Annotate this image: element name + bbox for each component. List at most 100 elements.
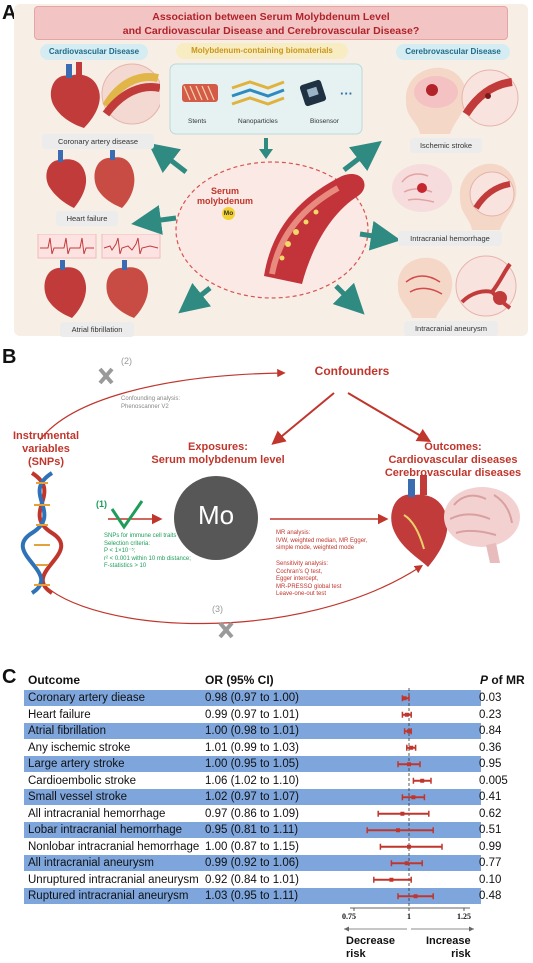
outcome-cell: Heart failure (28, 708, 91, 721)
increase-line1: Increase (426, 935, 471, 947)
or-ci-cell: 1.02 (0.97 to 1.07) (205, 791, 299, 803)
biomaterial-more-ellipsis: ··· (340, 86, 353, 101)
decrease-risk-label: Decrease risk (346, 935, 395, 961)
or-ci-cell: 0.92 (0.84 to 1.01) (205, 873, 299, 886)
table-row: Unruptured intracranial aneurysm 0.92 (0.… (24, 872, 501, 888)
outcome-cell: Any ischemic stroke (28, 741, 131, 754)
biomaterial-header-pill: Molybdenum-containing biomaterials (176, 43, 348, 59)
coronary-heart-illustration (50, 62, 160, 128)
table-row: Lobar intracranial hemorrhage 0.95 (0.81 … (24, 822, 501, 838)
outcome-cell: Lobar intracranial hemorrhage (28, 824, 183, 836)
center-label-line1: Serum (210, 186, 239, 196)
biomaterial-label-nanoparticles: Nanoparticles (238, 118, 278, 125)
p-value-cell: 0.10 (479, 873, 502, 886)
label-intracranial-hemorrhage: Intracranial hemorrhage (398, 231, 502, 246)
outcome-cell: Unruptured intracranial aneurysm (28, 873, 199, 886)
outcomes-line1: Outcomes: (424, 441, 482, 453)
tick-label-1-25: 1.25 (457, 912, 471, 921)
label-heart-failure: Heart failure (56, 211, 118, 226)
confounders-label: Confounders (314, 364, 390, 378)
panel-b-letter: B (2, 346, 17, 368)
confounding-line2: Phenoscanner V2 (121, 403, 169, 410)
arrow-to-heart-failure (131, 205, 177, 235)
label-ischemic-stroke: Ischemic stroke (410, 138, 482, 153)
panel-b-diagram (21, 367, 520, 639)
point-estimate (413, 894, 418, 899)
point-estimate (407, 762, 411, 767)
center-label-line2: molybdenum (196, 196, 253, 206)
circle-label-1: (1) (96, 499, 107, 509)
tick-label-1: 1 (407, 912, 411, 921)
p-value-cell: 0.51 (479, 824, 502, 836)
p-value-cell: 0.36 (479, 741, 502, 754)
confounding-analysis-text: Confounding analysis: Phenoscanner V2 (121, 396, 180, 411)
table-row: Small vessel stroke 1.02 (0.97 to 1.07) 0.… (24, 789, 501, 805)
hemorrhage-illustration (392, 163, 517, 230)
outcome-cell: Small vessel stroke (28, 791, 128, 803)
aneurysm-illustration (397, 255, 517, 318)
point-estimate (407, 729, 411, 734)
decrease-line2: risk (346, 948, 366, 960)
check-icon (110, 500, 144, 530)
point-estimate (407, 844, 411, 849)
cardio-header-pill: Cardiovascular Disease (40, 44, 148, 60)
outcome-cell: Nonlobar intracranial hemorrhage (28, 840, 200, 853)
mo-circle-label: Mo (197, 500, 235, 530)
point-estimate (402, 696, 407, 701)
snp-criteria-line3: P < 1×10⁻⁵; (104, 548, 136, 554)
panel-a-letter: A (2, 2, 17, 24)
p-value-cell: 0.48 (479, 890, 502, 902)
outcome-cell: Ruptured intracranial aneurysm (28, 890, 189, 902)
p-value-cell: 0.77 (479, 857, 502, 869)
instrumental-line2: variables (22, 443, 70, 455)
panel-a-title-line1: Association between Serum Molybdenum Lev… (152, 11, 390, 23)
snp-criteria-line2: Selection criteria: (104, 540, 151, 547)
point-estimate (389, 877, 394, 882)
point-estimate (411, 795, 416, 800)
instrumental-variables-label: Instrumental variables (SNPs) (4, 430, 88, 469)
confounding-line1: Confounding analysis: (121, 396, 181, 402)
arrow-confounders-to-exposures (271, 392, 335, 445)
increase-risk-label: Increase risk (426, 935, 471, 961)
p-value-cell: 0.95 (479, 758, 502, 770)
arrow-to-ischemic-stroke (342, 140, 382, 172)
arrow-snp-to-confounders (39, 368, 286, 441)
mo-badge: Mo (222, 207, 235, 220)
outcome-cell: Large artery stroke (28, 758, 125, 770)
panel-a-title-line2: and Cardiovascular Disease and Cerebrova… (122, 25, 420, 37)
tick-label-0-75: 0.75 (342, 912, 356, 921)
nanoparticles-icon (231, 80, 285, 106)
arrow-to-atrial-fibrillation (178, 282, 212, 314)
panel-a-arrows (131, 140, 401, 315)
heart-failure-illustration (46, 150, 135, 208)
exposures-label: Exposures: Serum molybdenum level (148, 441, 288, 467)
or-ci-cell: 0.95 (0.81 to 1.11) (205, 824, 299, 836)
exposures-line2: Serum molybdenum level (151, 454, 285, 466)
p-value-cell: 0.84 (479, 725, 502, 737)
cerebro-header-pill: Cerebrovascular Disease (396, 44, 510, 60)
point-estimate (400, 811, 405, 816)
or-ci-cell: 0.98 (0.97 to 1.00) (205, 692, 299, 704)
outcome-cell: Coronary artery diease (28, 692, 145, 704)
arrow-confounders-to-outcomes (347, 392, 432, 443)
table-row: Coronary artery diease 0.98 (0.97 to 1.00… (24, 690, 501, 706)
p-value-cell: 0.62 (479, 807, 502, 820)
dna-icon (21, 471, 63, 595)
outcome-cell: Atrial fibrillation (28, 725, 106, 737)
instrumental-line1: Instrumental (12, 430, 79, 442)
label-atrial-fibrillation: Atrial fibrillation (60, 322, 134, 337)
or-ci-cell: 1.01 (0.99 to 1.03) (205, 741, 299, 754)
or-ci-cell: 1.00 (0.98 to 1.01) (205, 725, 299, 737)
snp-criteria-text: SNPs for immune cell traits Selection cr… (104, 533, 191, 571)
instrumental-line3: (SNPs) (27, 456, 65, 468)
serum-molybdenum-vessel-illustration (175, 161, 369, 299)
p-value-cell: 0.41 (479, 791, 502, 803)
or-ci-cell: 0.97 (0.86 to 1.09) (205, 807, 299, 820)
sensitivity-line4: MR-PRESSO global test (276, 583, 342, 590)
sensitivity-line5: Leave-one-out test (276, 591, 327, 597)
